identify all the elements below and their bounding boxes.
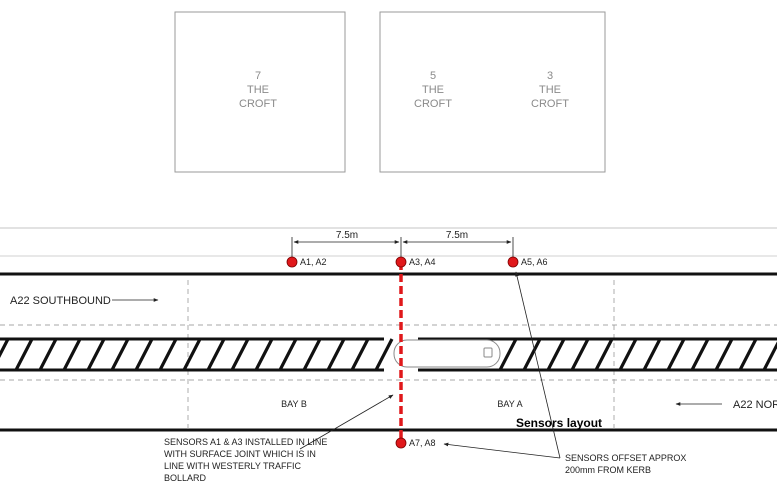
hatch-stroke bbox=[110, 338, 130, 371]
hatch-stroke bbox=[0, 338, 10, 358]
hatch-stroke bbox=[158, 338, 178, 371]
building-5-croft: CROFT bbox=[414, 98, 452, 110]
northbound-label: A22 NORT bbox=[733, 399, 777, 411]
building-7-number: 7 bbox=[255, 70, 261, 82]
hatch-stroke bbox=[714, 338, 734, 371]
hatch-stroke bbox=[762, 341, 777, 371]
sensor-a7-a8 bbox=[395, 437, 407, 449]
southbound-label: A22 SOUTHBOUND bbox=[10, 295, 111, 307]
sensor-a5-a6-label: A5, A6 bbox=[521, 257, 548, 267]
inline-note-line-4: BOLLARD bbox=[164, 473, 207, 483]
offset-note-leader-a5 bbox=[515, 271, 561, 459]
hatch-stroke bbox=[522, 338, 542, 371]
hatch-stroke bbox=[546, 338, 566, 371]
bay-b-label: BAY B bbox=[281, 399, 307, 409]
building-3-the: THE bbox=[539, 84, 561, 96]
offset-note-line-2: 200mm FROM KERB bbox=[565, 465, 651, 475]
hatch-stroke bbox=[350, 338, 370, 371]
building-5-the: THE bbox=[422, 84, 444, 96]
hatch-stroke bbox=[690, 338, 710, 371]
traffic-island bbox=[393, 339, 501, 368]
traffic-bollard bbox=[483, 347, 493, 358]
hatch-stroke bbox=[570, 338, 590, 371]
building-7-croft: CROFT bbox=[239, 98, 277, 110]
hatch-stroke bbox=[666, 338, 686, 371]
hatch-stroke bbox=[642, 338, 662, 371]
hatch-stroke bbox=[618, 338, 638, 371]
diagram-title: Sensors layout bbox=[516, 416, 602, 430]
sensor-a3-a4-label: A3, A4 bbox=[409, 257, 436, 267]
offset-note-leader-a7 bbox=[443, 442, 561, 459]
sensor-a7-a8-label: A7, A8 bbox=[409, 438, 436, 448]
hatch-stroke bbox=[134, 338, 154, 371]
hatch-stroke bbox=[254, 338, 274, 371]
hatch-stroke bbox=[38, 338, 58, 371]
building-7-the: THE bbox=[247, 84, 269, 96]
hatch-stroke bbox=[86, 338, 106, 371]
inline-note-line-1: SENSORS A1 & A3 INSTALLED IN LINE bbox=[164, 437, 327, 447]
hatch-stroke bbox=[62, 338, 82, 371]
hatch-stroke bbox=[206, 338, 226, 371]
building-5-number: 5 bbox=[430, 70, 436, 82]
bay-a-label: BAY A bbox=[497, 399, 522, 409]
building-7-the-croft bbox=[174, 11, 346, 173]
hatch-stroke bbox=[738, 338, 758, 371]
hatch-stroke bbox=[278, 338, 298, 371]
sensor-a5-a6 bbox=[507, 256, 519, 268]
hatch-stroke bbox=[182, 338, 202, 371]
inline-note-leader bbox=[299, 394, 394, 450]
hatch-stroke bbox=[498, 338, 518, 371]
inline-note-line-2: WITH SURFACE JOINT WHICH IS IN bbox=[164, 449, 316, 459]
sensor-a1-a2 bbox=[286, 256, 298, 268]
hatch-stroke bbox=[594, 338, 614, 371]
offset-note-line-1: SENSORS OFFSET APPROX bbox=[565, 453, 686, 463]
road-hatching bbox=[0, 337, 777, 372]
hatch-stroke bbox=[14, 338, 34, 371]
building-5-3-the-croft bbox=[379, 11, 606, 173]
hatch-stroke bbox=[326, 338, 346, 371]
sensor-a3-a4 bbox=[395, 256, 407, 268]
dimension-left-label: 7.5m bbox=[336, 230, 358, 241]
dimension-right-label: 7.5m bbox=[446, 230, 468, 241]
building-3-number: 3 bbox=[547, 70, 553, 82]
sensor-a1-a2-label: A1, A2 bbox=[300, 257, 327, 267]
building-3-croft: CROFT bbox=[531, 98, 569, 110]
hatch-stroke bbox=[230, 338, 250, 371]
hatch-stroke bbox=[374, 338, 394, 371]
dimension-lines bbox=[291, 237, 514, 258]
inline-note-line-3: LINE WITH WESTERLY TRAFFIC bbox=[164, 461, 302, 471]
hatch-stroke bbox=[302, 338, 322, 371]
